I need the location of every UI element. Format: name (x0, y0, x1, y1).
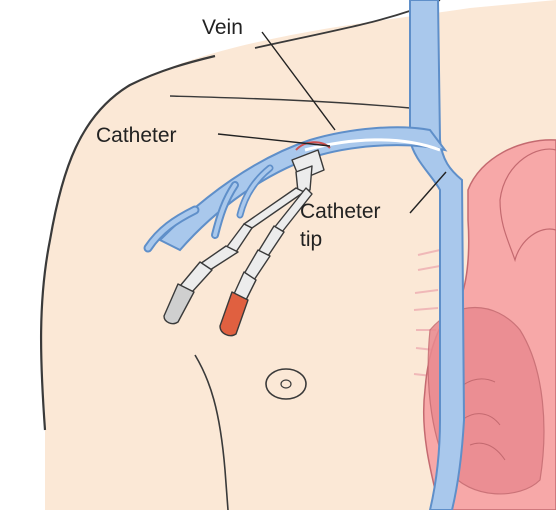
label-catheter: Catheter (96, 124, 177, 147)
label-vein: Vein (202, 16, 243, 39)
label-catheter-tip-line2: tip (300, 228, 322, 251)
label-catheter-tip-line1: Catheter (300, 200, 381, 223)
